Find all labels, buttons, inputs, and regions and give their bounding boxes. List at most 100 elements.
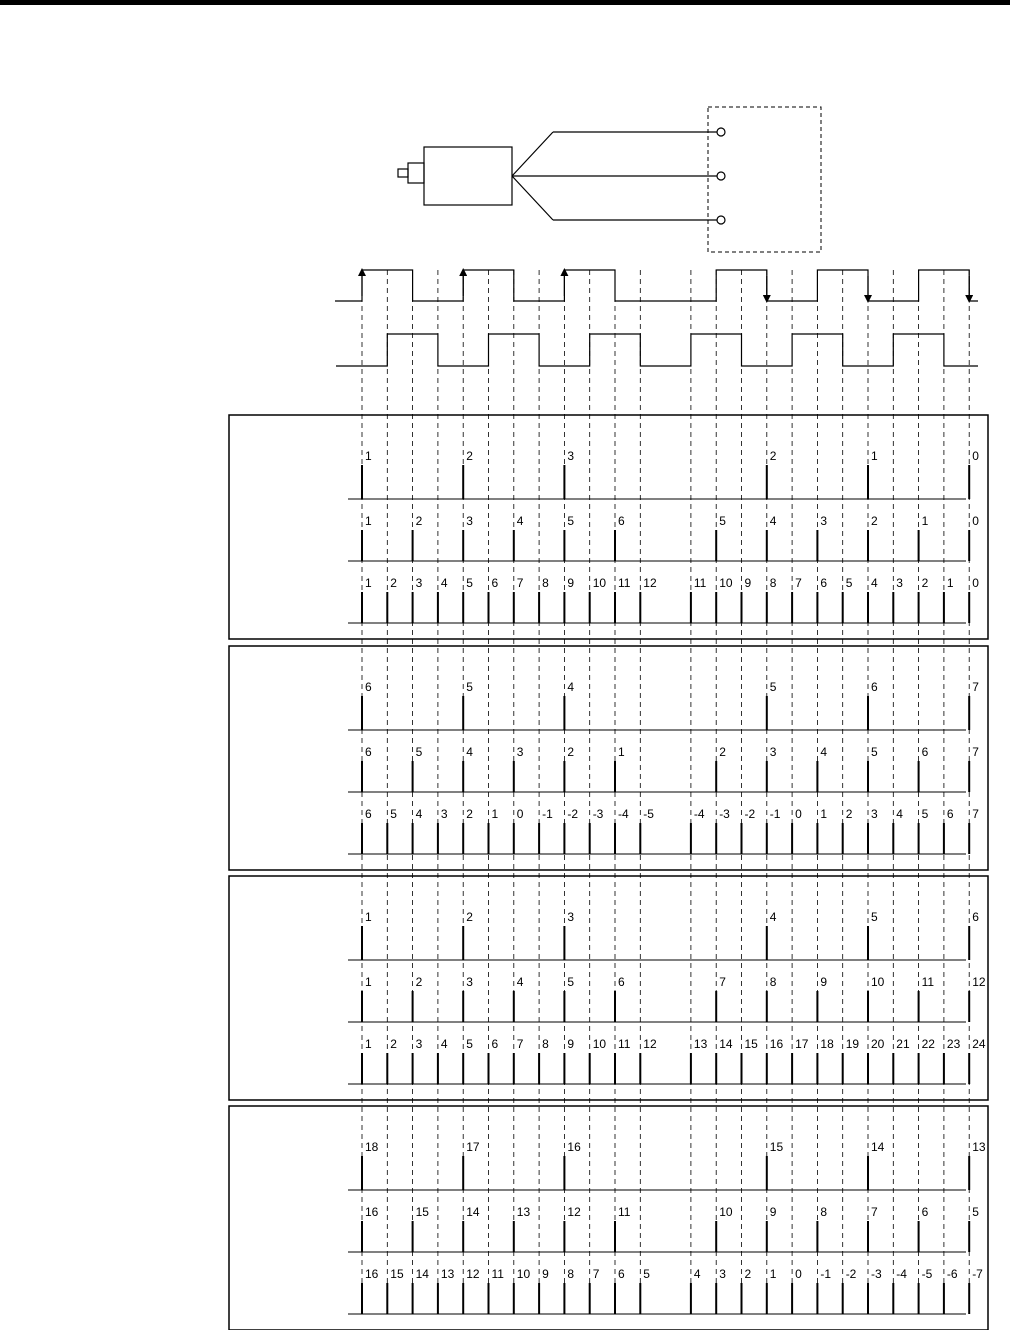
count-label: 3 [896, 576, 903, 590]
count-label: 9 [745, 576, 752, 590]
count-label: 5 [871, 745, 878, 759]
count-label: 14 [466, 1205, 480, 1219]
count-label: 3 [820, 514, 827, 528]
phase-a-waveform [335, 269, 978, 302]
count-label: 6 [820, 576, 827, 590]
count-label: -3 [719, 807, 730, 821]
signal-waveforms [335, 268, 978, 367]
count-label: 2 [871, 514, 878, 528]
count-label: -4 [694, 807, 705, 821]
terminal-a [716, 127, 726, 137]
top-rule [0, 0, 1010, 5]
count-label: 22 [922, 1037, 936, 1051]
count-label: 4 [517, 514, 524, 528]
count-label: 17 [466, 1140, 480, 1154]
count-label: 4 [896, 807, 903, 821]
count-label: -4 [896, 1267, 907, 1281]
count-label: 16 [567, 1140, 581, 1154]
count-label: 1 [365, 514, 372, 528]
count-label: 4 [416, 807, 423, 821]
count-label: 11 [618, 1205, 631, 1219]
count-label: 5 [466, 576, 473, 590]
count-label: 5 [922, 807, 929, 821]
count-label: 6 [492, 1037, 499, 1051]
count-label: 7 [517, 576, 524, 590]
count-label: 12 [643, 1037, 657, 1051]
count-label: -3 [593, 807, 604, 821]
count-label: 6 [922, 1205, 929, 1219]
count-label: 2 [390, 576, 397, 590]
count-label: 3 [567, 449, 574, 463]
count-label: 8 [770, 576, 777, 590]
count-label: 4 [441, 1037, 448, 1051]
count-label: 1 [365, 449, 372, 463]
count-label: 2 [846, 807, 853, 821]
count-label: -1 [770, 807, 781, 821]
count-label: 10 [719, 576, 733, 590]
count-label: 6 [972, 910, 979, 924]
count-label: 5 [871, 910, 878, 924]
count-label: 15 [770, 1140, 784, 1154]
count-label: 5 [466, 1037, 473, 1051]
count-label: 8 [567, 1267, 574, 1281]
count-label: 4 [694, 1267, 701, 1281]
count-label: 2 [416, 975, 423, 989]
count-label: 5 [972, 1205, 979, 1219]
count-label: 6 [618, 514, 625, 528]
encoder-body [423, 146, 513, 206]
count-label: 3 [567, 910, 574, 924]
count-label: 1 [365, 975, 372, 989]
count-label: 7 [871, 1205, 878, 1219]
count-label: -6 [947, 1267, 958, 1281]
count-label: 2 [770, 449, 777, 463]
encoder-shaft [397, 168, 409, 178]
count-label: 14 [719, 1037, 733, 1051]
count-label: 16 [365, 1267, 379, 1281]
count-label: 4 [441, 576, 448, 590]
count-label: 13 [972, 1140, 986, 1154]
count-label: 8 [542, 1037, 549, 1051]
count-label: 7 [972, 807, 979, 821]
count-label: 11 [694, 576, 707, 590]
count-label: 0 [972, 514, 979, 528]
count-label: 3 [517, 745, 524, 759]
count-label: 4 [770, 910, 777, 924]
count-label: 1 [947, 576, 954, 590]
count-label: 7 [972, 745, 979, 759]
count-label: 6 [365, 680, 372, 694]
count-label: 16 [770, 1037, 784, 1051]
count-label: 9 [567, 1037, 574, 1051]
count-label: 0 [972, 576, 979, 590]
count-label: 5 [390, 807, 397, 821]
count-label: 7 [719, 975, 726, 989]
count-label: 5 [567, 975, 574, 989]
count-label: 8 [820, 1205, 827, 1219]
count-label: 10 [871, 975, 885, 989]
count-label: 4 [567, 680, 574, 694]
count-label: 18 [365, 1140, 379, 1154]
count-label: 14 [416, 1267, 430, 1281]
count-label: 6 [365, 807, 372, 821]
count-label: 9 [567, 576, 574, 590]
count-label: 2 [466, 910, 473, 924]
count-label: 10 [517, 1267, 531, 1281]
count-label: 5 [719, 514, 726, 528]
count-label: 4 [871, 576, 878, 590]
count-label: 0 [795, 807, 802, 821]
count-label: -2 [745, 807, 756, 821]
count-label: 5 [643, 1267, 650, 1281]
count-label: 10 [593, 576, 607, 590]
count-label: 8 [542, 576, 549, 590]
count-label: 5 [416, 745, 423, 759]
count-label: 5 [466, 680, 473, 694]
count-label: 1 [820, 807, 827, 821]
count-label: 2 [567, 745, 574, 759]
count-label: 1 [871, 449, 878, 463]
count-label: 14 [871, 1140, 885, 1154]
count-label: 12 [567, 1205, 581, 1219]
count-label: 9 [820, 975, 827, 989]
count-label: 10 [593, 1037, 607, 1051]
count-label: 15 [416, 1205, 430, 1219]
